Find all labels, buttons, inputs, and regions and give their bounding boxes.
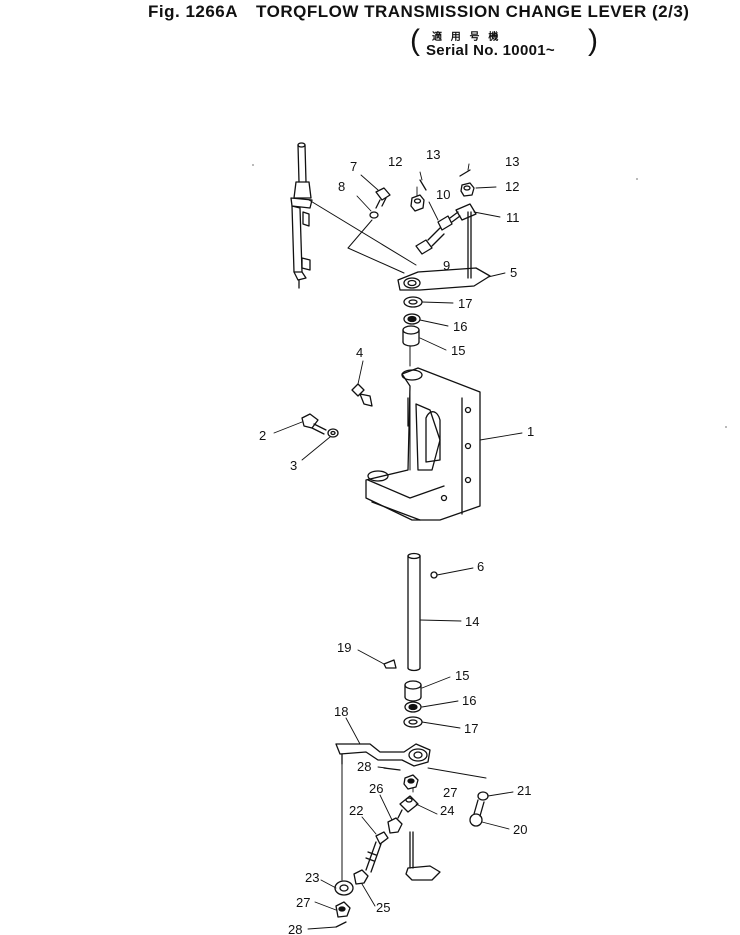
washer-17-top-part (403, 296, 423, 308)
nut-12-right-part (460, 182, 475, 197)
bolt-7-part (375, 187, 391, 209)
callout-16-bottom: 16 (462, 693, 476, 708)
nut-25-part (353, 869, 369, 885)
callout-10: 10 (436, 187, 450, 202)
callout-8: 8 (338, 179, 345, 194)
callout-22: 22 (349, 803, 363, 818)
bracket-1-part (365, 367, 481, 521)
seal-16-bottom-part (404, 701, 422, 713)
callout-12-right: 12 (505, 179, 519, 194)
clevis-pin-part (405, 831, 441, 881)
callout-17-bottom: 17 (464, 721, 478, 736)
bushing-15-top-part (402, 325, 420, 367)
key-19-part (383, 659, 397, 669)
callout-labels: 7 8 12 13 13 12 10 11 9 5 17 16 15 4 1 2… (259, 147, 534, 935)
callout-24: 24 (440, 803, 454, 818)
callout-16-top: 16 (453, 319, 467, 334)
callout-21: 21 (517, 783, 531, 798)
cotter-pin-13-left-part (419, 179, 427, 191)
callout-5: 5 (510, 265, 517, 280)
callout-20: 20 (513, 822, 527, 837)
callout-7: 7 (350, 159, 357, 174)
callout-9: 9 (443, 258, 450, 273)
washer-3-part (327, 428, 339, 438)
cotter-pin-13-right-part (459, 169, 471, 177)
serial-bracket-left: ( (410, 24, 420, 57)
leader-lines (273, 163, 523, 930)
cotter-pin-28-upper-part (383, 767, 401, 771)
scan-speck (252, 164, 254, 166)
callout-17-top: 17 (458, 296, 472, 311)
rod-22-part (365, 831, 389, 873)
callout-26: 26 (369, 781, 383, 796)
washer-17-bottom-part (403, 716, 423, 728)
callout-23: 23 (305, 870, 319, 885)
nut-26-part (387, 817, 403, 834)
assembly-lines-top (308, 199, 417, 274)
page-fraction: (2/3) (651, 2, 690, 21)
callout-12-left: 12 (388, 154, 402, 169)
bolt-2-part (301, 413, 327, 435)
figure-title-text: TORQFLOW TRANSMISSION CHANGE LEVER (256, 2, 647, 21)
nut-27-upper-part (403, 774, 419, 790)
callout-14: 14 (465, 614, 479, 629)
callout-27-upper: 27 (443, 785, 457, 800)
callout-25: 25 (376, 900, 390, 915)
callout-13-right: 13 (505, 154, 519, 169)
figure-number: Fig. 1266A (148, 2, 239, 21)
washer-8-part (369, 211, 379, 219)
callout-4: 4 (356, 345, 363, 360)
callout-1: 1 (527, 424, 534, 439)
shaft-14-part (407, 552, 421, 672)
seal-16-top-part (403, 313, 421, 325)
callout-6: 6 (477, 559, 484, 574)
serial-bracket-right: ) (588, 24, 598, 57)
assembly-line-mid (427, 767, 487, 779)
applicable-serial-label: 適 用 号 機 (432, 32, 502, 43)
serial-number: Serial No. 10001~ (426, 42, 555, 59)
pin-6-part (430, 571, 438, 579)
callout-2: 2 (259, 428, 266, 443)
cotter-pin-28-lower-part (335, 921, 347, 928)
callout-19: 19 (337, 640, 351, 655)
link-lever-5-part (397, 267, 491, 291)
nut-12-left-part (410, 194, 425, 212)
shift-lever-part (290, 142, 313, 289)
rod-end-23-part (334, 763, 354, 896)
grease-fitting-4-part (351, 383, 373, 407)
bolt-20-part (469, 799, 485, 827)
scan-speck (725, 426, 727, 428)
nut-27-lower-part (335, 901, 351, 918)
callout-3: 3 (290, 458, 297, 473)
callout-18: 18 (334, 704, 348, 719)
callout-13-left: 13 (426, 147, 440, 162)
washer-21-part (477, 791, 489, 801)
callout-15-top: 15 (451, 343, 465, 358)
scan-speck (636, 178, 638, 180)
bushing-15-bottom-part (404, 680, 422, 702)
lever-18-part (335, 743, 431, 767)
callout-15-bottom: 15 (455, 668, 469, 683)
adjusting-rod-part (415, 203, 477, 279)
callout-27-lower: 27 (296, 895, 310, 910)
callout-11: 11 (506, 210, 520, 225)
callout-28-lower: 28 (288, 922, 302, 935)
rod-end-24-part (397, 795, 419, 819)
callout-28-upper: 28 (357, 759, 371, 774)
figure-title: Fig. 1266A TORQFLOW TRANSMISSION CHANGE L… (148, 2, 689, 22)
